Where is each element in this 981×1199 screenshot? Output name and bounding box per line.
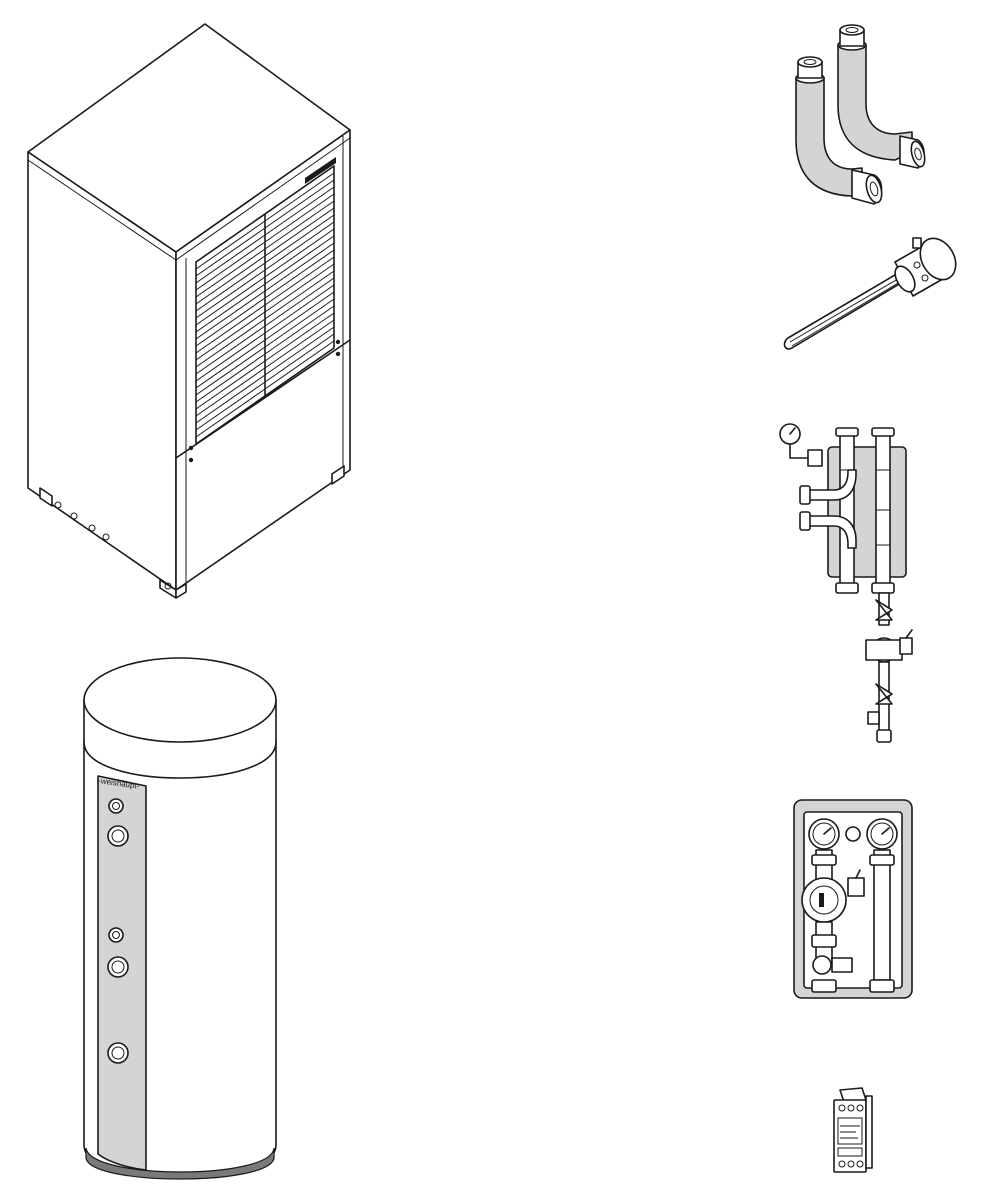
louvre-slat [195,248,266,298]
louvre-slat [195,255,266,305]
heat-pump-outdoor-unit [20,18,360,603]
heat-pump-outdoor-unit-icon [27,23,351,599]
louvre-slat [264,186,335,236]
cylinder-ports [107,798,129,1064]
pipe-elbow-connectors [785,22,935,212]
louvre-slat [195,388,266,438]
louvre-slat [264,235,335,285]
louvre-slat [195,353,266,403]
louvre-slat [264,291,335,341]
louvre-slat [264,319,335,369]
pump-group-module [790,798,915,1003]
louvre-slat [195,374,266,424]
louvre-slat [264,298,335,348]
louvre-slat [264,333,335,383]
louvre-slat [264,193,335,243]
louvre-slat [264,214,335,264]
louvre-slat [195,339,266,389]
grille-louvres [195,172,335,438]
louvre-slat [195,241,266,291]
louvre-slat [195,262,266,312]
hydraulic-separator-icon [779,423,913,743]
louvre-slat [264,284,335,334]
louvre-slat [195,227,266,277]
louvre-slat [264,207,335,257]
din-rail-contactor [828,1085,876,1177]
louvre-slat [264,326,335,376]
hydraulic-separator-kit [770,415,930,745]
louvre-slat [264,305,335,355]
louvre-slat [195,220,266,270]
louvre-slat [264,270,335,320]
louvre-slat [264,242,335,292]
louvre-slat [195,318,266,368]
louvre-slat [195,290,266,340]
immersion-heater-icon [783,237,957,350]
louvre-slat [264,256,335,306]
hot-water-cylinder-icon: -weishaupt- [83,657,277,1180]
louvre-slat [195,297,266,347]
louvre-slat [195,304,266,354]
louvre-slat [264,277,335,327]
louvre-slat [195,360,266,410]
louvre-slat [264,221,335,271]
hot-water-cylinder: -weishaupt- [78,655,283,1180]
louvre-slat [195,311,266,361]
louvre-slat [195,381,266,431]
louvre-slat [195,325,266,375]
louvre-slat [195,346,266,396]
louvre-slat [264,200,335,250]
pipe-elbow-connectors-icon [795,24,926,205]
louvre-slat [264,263,335,313]
louvre-slat [264,172,335,222]
louvre-slat [195,276,266,326]
louvre-slat [195,269,266,319]
louvre-slat [195,234,266,284]
louvre-slat [195,283,266,333]
electric-immersion-heater [780,232,960,357]
louvre-slat [195,367,266,417]
louvre-slat [264,249,335,299]
pump-group-icon [793,799,913,999]
louvre-slat [264,228,335,278]
louvre-slat [264,340,335,390]
contactor-icon [833,1087,873,1173]
louvre-slat [264,179,335,229]
louvre-slat [195,332,266,382]
louvre-slat [264,312,335,362]
